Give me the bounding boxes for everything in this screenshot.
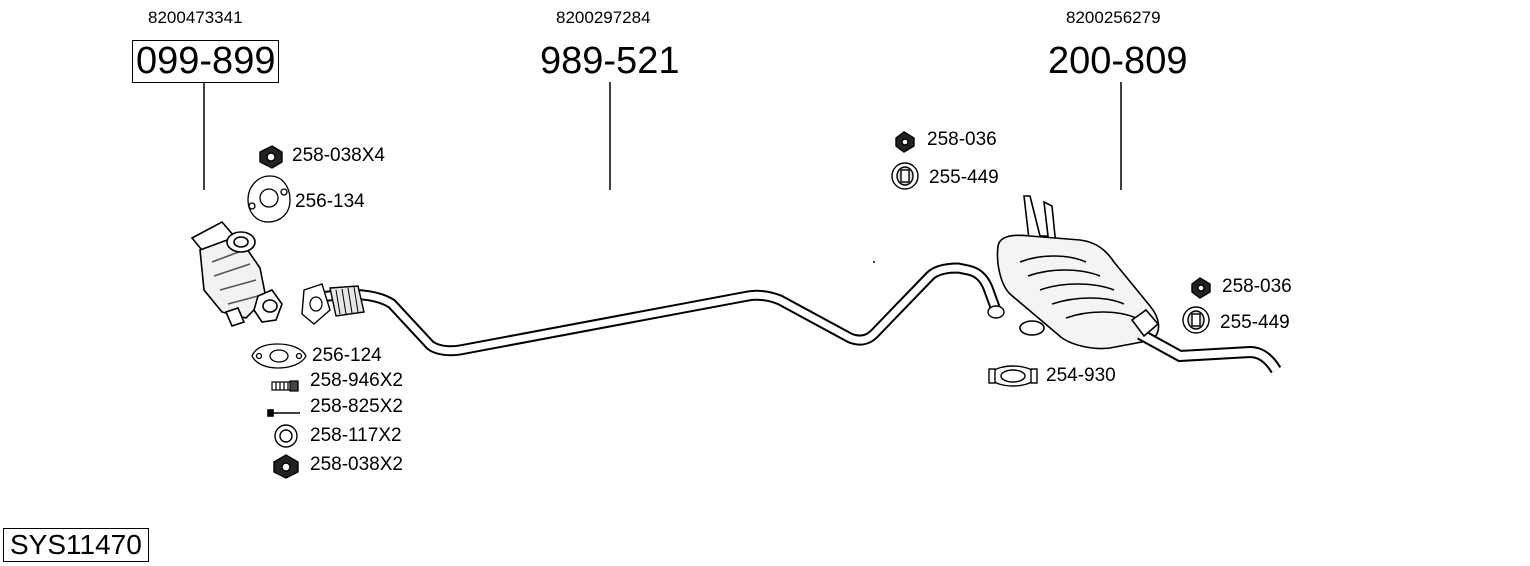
catalytic-converter-icon[interactable] <box>190 220 283 327</box>
label-clamp-rear[interactable]: 254-930 <box>1046 365 1116 386</box>
label-nut-mid[interactable]: 258-036 <box>927 129 997 150</box>
spring-icon[interactable] <box>271 380 299 392</box>
rubber-hanger-icon[interactable] <box>1182 306 1210 334</box>
bolt-icon[interactable] <box>267 409 300 417</box>
nut-icon[interactable] <box>259 145 283 169</box>
nut-icon[interactable] <box>273 454 299 479</box>
nut-icon[interactable] <box>895 131 915 153</box>
label-spring-x2[interactable]: 258-946X2 <box>310 370 403 391</box>
label-nut-front-x4[interactable]: 258-038X4 <box>292 145 385 166</box>
label-bolt-x2[interactable]: 258-825X2 <box>310 396 403 417</box>
label-nut-rear[interactable]: 258-036 <box>1222 276 1292 297</box>
flange-gasket-icon[interactable] <box>251 343 307 369</box>
middle-pipe-icon[interactable] <box>301 262 1005 357</box>
nut-icon[interactable] <box>1191 277 1211 299</box>
pipe-clamp-icon[interactable] <box>988 365 1038 387</box>
label-nut-front-x2[interactable]: 258-038X2 <box>310 454 403 475</box>
part-number-catalyst[interactable]: 099-899 <box>132 40 280 83</box>
rear-silencer-icon[interactable] <box>996 195 1282 374</box>
oem-number-catalyst: 8200473341 <box>148 8 243 27</box>
system-code: SYS11470 <box>3 528 149 562</box>
ring-icon[interactable] <box>274 424 298 448</box>
label-gasket-flange[interactable]: 256-124 <box>312 345 382 366</box>
label-gasket-manifold[interactable]: 256-134 <box>295 191 365 212</box>
oem-number-rear-silencer: 8200256279 <box>1066 8 1161 27</box>
rubber-hanger-icon[interactable] <box>891 162 919 190</box>
label-hanger-mid[interactable]: 255-449 <box>929 167 999 188</box>
label-hanger-rear[interactable]: 255-449 <box>1220 312 1290 333</box>
manifold-gasket-icon[interactable] <box>247 175 291 223</box>
oem-number-middle-pipe: 8200297284 <box>556 8 651 27</box>
label-ring-x2[interactable]: 258-117X2 <box>310 425 402 446</box>
part-number-rear-silencer[interactable]: 200-809 <box>1048 40 1188 82</box>
part-number-middle-pipe[interactable]: 989-521 <box>540 40 680 82</box>
